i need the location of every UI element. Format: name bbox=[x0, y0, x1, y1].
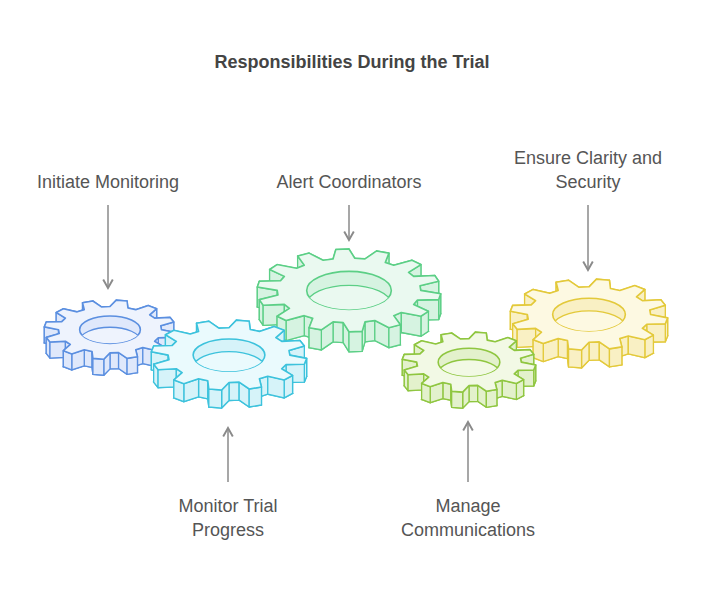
gear-top bbox=[510, 280, 667, 351]
gear-label: Manage Communications bbox=[388, 494, 548, 542]
leader-line bbox=[107, 205, 109, 288]
leader-line bbox=[227, 428, 229, 482]
gear-side bbox=[569, 349, 582, 368]
gear-label: Ensure Clarity and Security bbox=[499, 146, 677, 194]
gear-side bbox=[84, 350, 92, 368]
gear-side bbox=[558, 339, 567, 359]
gear-side bbox=[333, 321, 343, 342]
gear-label: Alert Coordinators bbox=[249, 170, 449, 194]
diagram-title: Responsibilities During the Trial bbox=[0, 50, 704, 74]
gear-side bbox=[609, 347, 621, 367]
gear-side bbox=[249, 387, 261, 407]
gear-shape bbox=[147, 316, 311, 412]
gear-top bbox=[257, 249, 440, 332]
gear-side bbox=[309, 327, 321, 349]
gear-side bbox=[127, 357, 137, 375]
gear-side bbox=[486, 389, 497, 407]
gear-top bbox=[151, 320, 306, 390]
gear-side bbox=[209, 389, 222, 408]
gear-side bbox=[389, 324, 400, 347]
leader-line bbox=[587, 205, 589, 270]
gear-top bbox=[402, 332, 535, 392]
gear-side bbox=[349, 331, 362, 351]
gear-side bbox=[199, 379, 208, 399]
gear-side bbox=[229, 382, 239, 400]
gear-hole-floor bbox=[80, 328, 141, 355]
leader-line bbox=[348, 205, 350, 240]
gear-label: Initiate Monitoring bbox=[8, 170, 208, 194]
gear-side bbox=[110, 353, 119, 369]
gear-label: Monitor Trial Progress bbox=[158, 494, 298, 542]
gear-hole-floor bbox=[553, 311, 626, 344]
gear-side bbox=[589, 342, 599, 360]
gear-side bbox=[365, 320, 375, 341]
gear-shape bbox=[398, 328, 540, 412]
gear-side bbox=[443, 382, 451, 400]
gear-side bbox=[469, 385, 478, 401]
gear-hole-floor bbox=[438, 359, 500, 387]
gear-node: Manage Communications bbox=[398, 328, 540, 412]
gear-side bbox=[452, 391, 463, 408]
gear-hole-floor bbox=[193, 351, 265, 383]
gear-hole-floor bbox=[307, 285, 392, 323]
gear-side bbox=[93, 359, 104, 376]
gear-node: Monitor Trial Progress bbox=[147, 316, 311, 412]
leader-line bbox=[467, 422, 469, 482]
